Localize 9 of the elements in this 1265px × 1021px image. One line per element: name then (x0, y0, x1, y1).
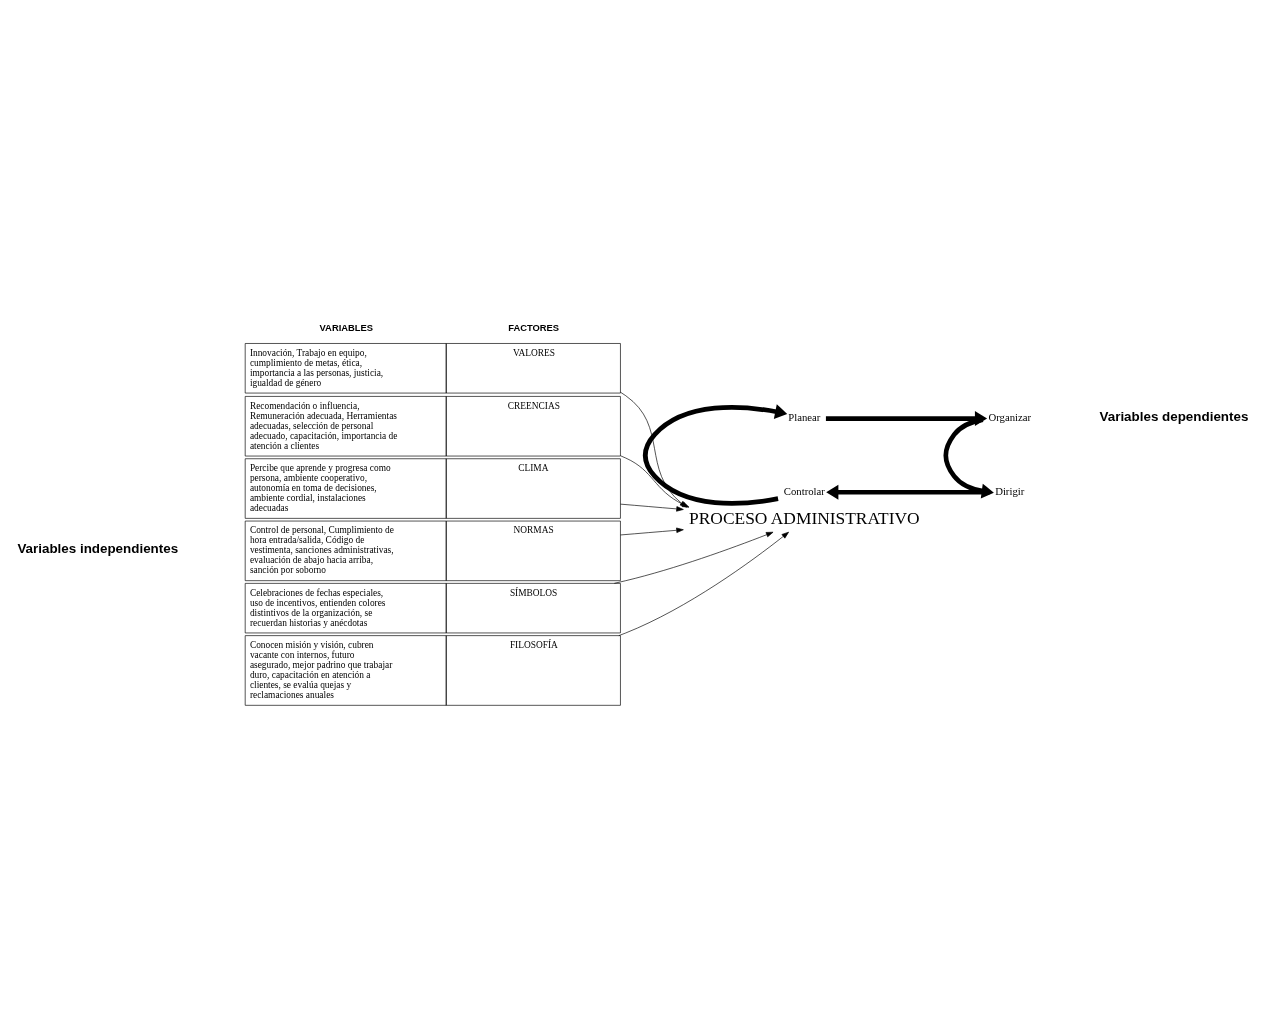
node-text: Controlar (783, 484, 825, 497)
label: VARIABLES (319, 322, 374, 333)
node-text: Dirigir (995, 484, 1025, 497)
label: Variables dependientes (1099, 408, 1249, 424)
node-text: Organizar (988, 410, 1032, 423)
label: FACTORES (508, 322, 560, 333)
node-text: PROCESO ADMINISTRATIVO (689, 507, 920, 528)
label: Variables independientes (17, 540, 179, 556)
node-text: Planear (788, 410, 821, 423)
